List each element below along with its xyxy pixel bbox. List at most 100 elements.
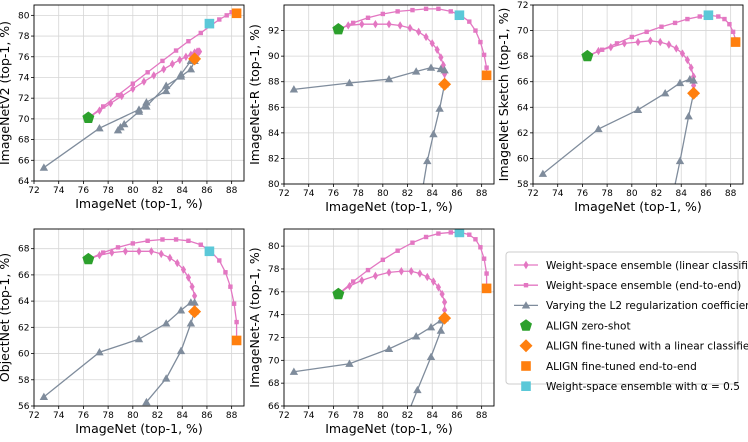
y-axis-title: ImageNet-R (top-1, %): [247, 24, 262, 165]
data-point-l2: [186, 64, 196, 73]
legend-label: Varying the L2 regularization coefficien…: [546, 300, 748, 312]
data-point-e2e: [365, 15, 371, 20]
data-point-linear: [657, 37, 663, 47]
data-point-linear: [372, 19, 379, 29]
data-point-linear: [398, 267, 404, 276]
data-point-e2e: [234, 319, 239, 325]
x-tick-label: 86: [201, 186, 213, 196]
data-point-e2e: [436, 6, 441, 12]
plot-data: [39, 237, 242, 406]
x-tick-label: 82: [402, 189, 413, 199]
legend-marker-swatch: [520, 319, 532, 331]
data-point-e2e: [730, 29, 736, 35]
data-point-e2e: [644, 29, 649, 35]
data-point-l2: [95, 348, 104, 356]
plot-data: [538, 10, 741, 184]
series-line-e2e: [337, 231, 488, 295]
legend-marker-swatch: [521, 381, 531, 391]
data-point-linear: [177, 55, 183, 65]
data-point-e2e: [467, 232, 472, 237]
legend-marker-swatch: [519, 339, 533, 353]
data-point-l2: [176, 306, 186, 314]
y-tick-label: 64: [18, 297, 30, 307]
data-point-linear: [185, 273, 192, 282]
x-tick-label: 72: [278, 411, 289, 421]
x-tick-label: 84: [427, 411, 439, 421]
data-point-linear: [180, 265, 187, 274]
legend-marker-swatch: [521, 301, 531, 309]
x-axis-title: ImageNet (top-1, %): [325, 199, 453, 214]
legend: Weight-space ensemble (linear classifier…: [505, 251, 748, 393]
y-tick-label: 62: [18, 323, 29, 333]
y-tick-label: 84: [268, 129, 280, 139]
data-point-linear: [679, 49, 686, 58]
y-tick-label: 80: [18, 11, 30, 21]
legend-item-e2e: Weight-space ensemble (end-to-end): [514, 280, 741, 292]
data-point-e2e: [478, 39, 483, 45]
data-point-e2e: [423, 6, 429, 12]
data-point-e2e: [599, 47, 605, 52]
data-point-l2: [345, 359, 354, 367]
data-point-l2: [161, 374, 171, 382]
data-point-l2: [440, 66, 449, 74]
plot-frame: [33, 228, 245, 407]
data-point-l2: [429, 129, 438, 138]
series-line-l2: [674, 93, 695, 184]
legend-label: ALIGN fine-tuned end-to-end: [546, 361, 697, 373]
data-point-e2e: [395, 9, 400, 14]
plot-frame: [33, 4, 245, 182]
data-point-l2: [435, 104, 444, 112]
legend-item-l2: Varying the L2 regularization coefficien…: [514, 300, 748, 312]
data-point-linear: [158, 249, 164, 259]
y-tick-label: 56: [18, 402, 30, 412]
data-point-linear: [423, 32, 429, 42]
data-point-e2e: [365, 267, 371, 273]
plot-frame: [283, 228, 495, 407]
data-point-l2: [411, 332, 421, 340]
data-point-e2e: [473, 237, 478, 242]
data-point-l2: [684, 112, 693, 120]
data-point-linear: [386, 268, 392, 277]
data-point-e2e: [231, 301, 237, 306]
data-point-linear: [130, 84, 136, 94]
x-tick-label: 82: [651, 189, 662, 199]
data-point-linear: [397, 21, 403, 30]
marker-ft-e2e: [481, 70, 492, 81]
data-point-linear: [647, 36, 653, 45]
series-line-e2e: [338, 8, 488, 76]
data-point-l2: [134, 334, 144, 343]
data-point-l2: [134, 107, 144, 115]
data-point-l2: [39, 392, 49, 400]
x-tick-label: 84: [177, 186, 189, 196]
y-tick-label: 88: [268, 78, 280, 88]
data-point-linear: [136, 247, 142, 256]
marker-alpha: [204, 246, 215, 257]
data-point-e2e: [614, 41, 620, 46]
data-point-l2: [161, 81, 171, 89]
data-point-e2e: [186, 39, 191, 44]
data-point-linear: [161, 64, 167, 74]
data-point-linear: [148, 247, 154, 256]
marker-zeroshot: [581, 49, 594, 62]
plot-frame: [532, 4, 744, 185]
y-tick-label: 74: [268, 311, 280, 321]
y-tick-label: 78: [268, 265, 280, 275]
legend-marker-swatch: [521, 361, 531, 371]
data-point-linear: [424, 272, 430, 282]
data-point-e2e: [145, 238, 150, 243]
legend-item-linear: Weight-space ensemble (linear classifier…: [514, 260, 748, 272]
data-point-l2: [660, 89, 670, 97]
legend-item-ft-linear: ALIGN fine-tuned with a linear classifie…: [519, 339, 748, 353]
y-tick-label: 58: [517, 180, 529, 190]
data-point-l2: [142, 397, 151, 406]
x-tick-label: 82: [402, 411, 413, 421]
data-point-e2e: [659, 24, 664, 29]
x-tick-label: 72: [278, 189, 289, 199]
x-tick-label: 78: [102, 411, 114, 421]
data-point-linear: [386, 19, 392, 29]
data-point-linear: [174, 258, 180, 268]
x-tick-label: 84: [427, 189, 439, 199]
legend-frame: [505, 251, 739, 385]
data-point-linear: [434, 45, 440, 54]
